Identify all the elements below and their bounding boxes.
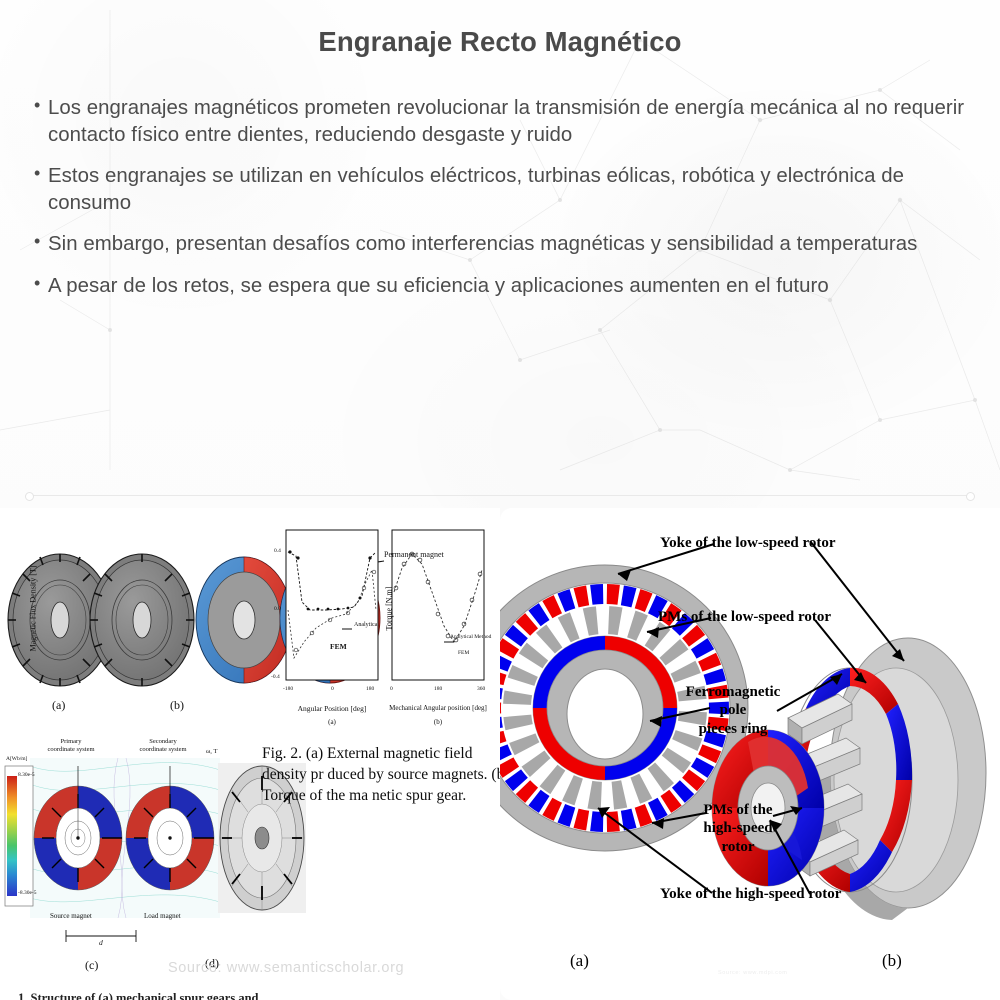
- figure-panel-left[interactable]: Permanent magnet (a) (b) (c) (d) Primary…: [0, 508, 500, 1000]
- bullet-text: Estos engranajes se utilizan en vehículo…: [48, 165, 905, 214]
- permanent-magnet-label: Permanent magnet: [384, 550, 444, 559]
- subcaption-b: (b): [170, 698, 184, 712]
- chart-b-xtick-min: 0: [390, 686, 393, 692]
- chart-a-caption: (a): [328, 718, 336, 726]
- chart-a-ylabel: Magnetic Flux Density [T]: [28, 565, 38, 652]
- legend-title: A[Wb/m]: [6, 756, 28, 762]
- right-subcaption-b: (b): [882, 951, 902, 970]
- chart-a-legend-fem: FEM: [330, 642, 347, 651]
- chart-a-xtick-min: -180: [283, 686, 294, 692]
- annotation-yoke-high-speed: Yoke of the high-speed rotor: [660, 886, 842, 902]
- load-magnet-ring: [125, 785, 215, 891]
- figure-panel-right[interactable]: Yoke of the low-speed rotor PMs of the l…: [500, 508, 1000, 1000]
- source-magnet-label: Source magnet: [50, 912, 92, 920]
- source-watermark: Source: www.semanticscholar.org: [168, 960, 405, 976]
- secondary-coordinate-label: Secondary coordinate system: [139, 738, 187, 754]
- right-subcaption-a: (a): [570, 951, 589, 970]
- list-item: • Sin embargo, presentan desafíos como i…: [34, 231, 972, 258]
- chart-a-xtick-mid: 0: [331, 686, 334, 692]
- bullet-marker: •: [34, 95, 41, 116]
- source-magnet-ring: [33, 785, 123, 891]
- annotation-yoke-low-speed: Yoke of the low-speed rotor: [660, 535, 836, 551]
- chart-a-ytick-min: -0.4: [271, 674, 280, 680]
- bullet-text: Los engranajes magnéticos prometen revol…: [48, 97, 965, 146]
- omega-torque-label: ω, T: [206, 748, 218, 755]
- source-watermark: Source: www.mdpi.com: [718, 970, 788, 976]
- bullet-text: A pesar de los retos, se espera que su e…: [48, 274, 829, 297]
- chart-b-ylabel: Torque [N.m]: [384, 586, 394, 631]
- chart-a-ytick-max: 0.4: [274, 548, 281, 554]
- slide-body: Engranaje Recto Magnético • Los engranaj…: [0, 0, 1000, 299]
- divider-line: [25, 492, 975, 501]
- magnetic-gear-3d-view: [711, 637, 987, 920]
- chart-b-legend-fem: FEM: [458, 650, 470, 656]
- chart-a-ytick-mid: 0.0: [274, 606, 281, 612]
- fea-flux-map: [4, 757, 221, 942]
- distance-label: d: [99, 938, 103, 947]
- bullet-list: • Los engranajes magnéticos prometen rev…: [0, 95, 1000, 299]
- bullet-marker: •: [34, 272, 41, 293]
- primary-coordinate-label: Primary coordinate system: [47, 738, 95, 754]
- annotation-ferromagnetic-pole-pieces: Ferromagnetic pole pieces ring: [685, 684, 781, 737]
- annotation-pms-low-speed: PMs of the low-speed rotor: [658, 609, 832, 625]
- chart-a-legend-analytical: Analytical: [354, 622, 379, 628]
- chart-b-xtick-max: 360: [477, 686, 486, 692]
- list-item: • Los engranajes magnéticos prometen rev…: [34, 95, 972, 148]
- subcaption-c: (c): [85, 958, 99, 972]
- subcaption-a: (a): [52, 698, 66, 712]
- chart-b-xlabel: Mechanical Angular position [deg]: [389, 704, 487, 712]
- bottom-caption: 1. Structure of (a) mechanical spur gear…: [18, 991, 259, 1000]
- right-figure-svg: [500, 540, 987, 920]
- chart-magnetic-flux-density: [285, 529, 379, 681]
- page-title: Engranaje Recto Magnético: [318, 26, 682, 57]
- load-magnet-label: Load magnet: [144, 912, 181, 920]
- bullet-marker: •: [34, 163, 41, 184]
- chart-b-xtick-mid: 180: [434, 686, 443, 692]
- list-item: • Estos engranajes se utilizan en vehícu…: [34, 163, 972, 216]
- figure-strip: Permanent magnet (a) (b) (c) (d) Primary…: [0, 492, 1000, 1000]
- bullet-text: Sin embargo, presentan desafíos como int…: [48, 233, 918, 256]
- bullet-marker: •: [34, 231, 41, 252]
- chart-b-caption: (b): [433, 718, 443, 726]
- chart-b-legend-analytical: Analytical Method: [450, 634, 492, 640]
- fig2-caption: Fig. 2. (a) External magnetic field dens…: [262, 745, 500, 804]
- list-item: • A pesar de los retos, se espera que su…: [34, 273, 972, 300]
- chart-a-xtick-max: 180: [366, 686, 375, 692]
- legend-max-value: 8.30e-5: [18, 772, 35, 778]
- chart-a-xlabel: Angular Position [deg]: [297, 704, 367, 713]
- annotation-pms-high-speed: PMs of the high-speed rotor: [703, 802, 773, 855]
- legend-min-value: -8.30e-5: [18, 890, 37, 896]
- flux-color-legend: [4, 765, 34, 907]
